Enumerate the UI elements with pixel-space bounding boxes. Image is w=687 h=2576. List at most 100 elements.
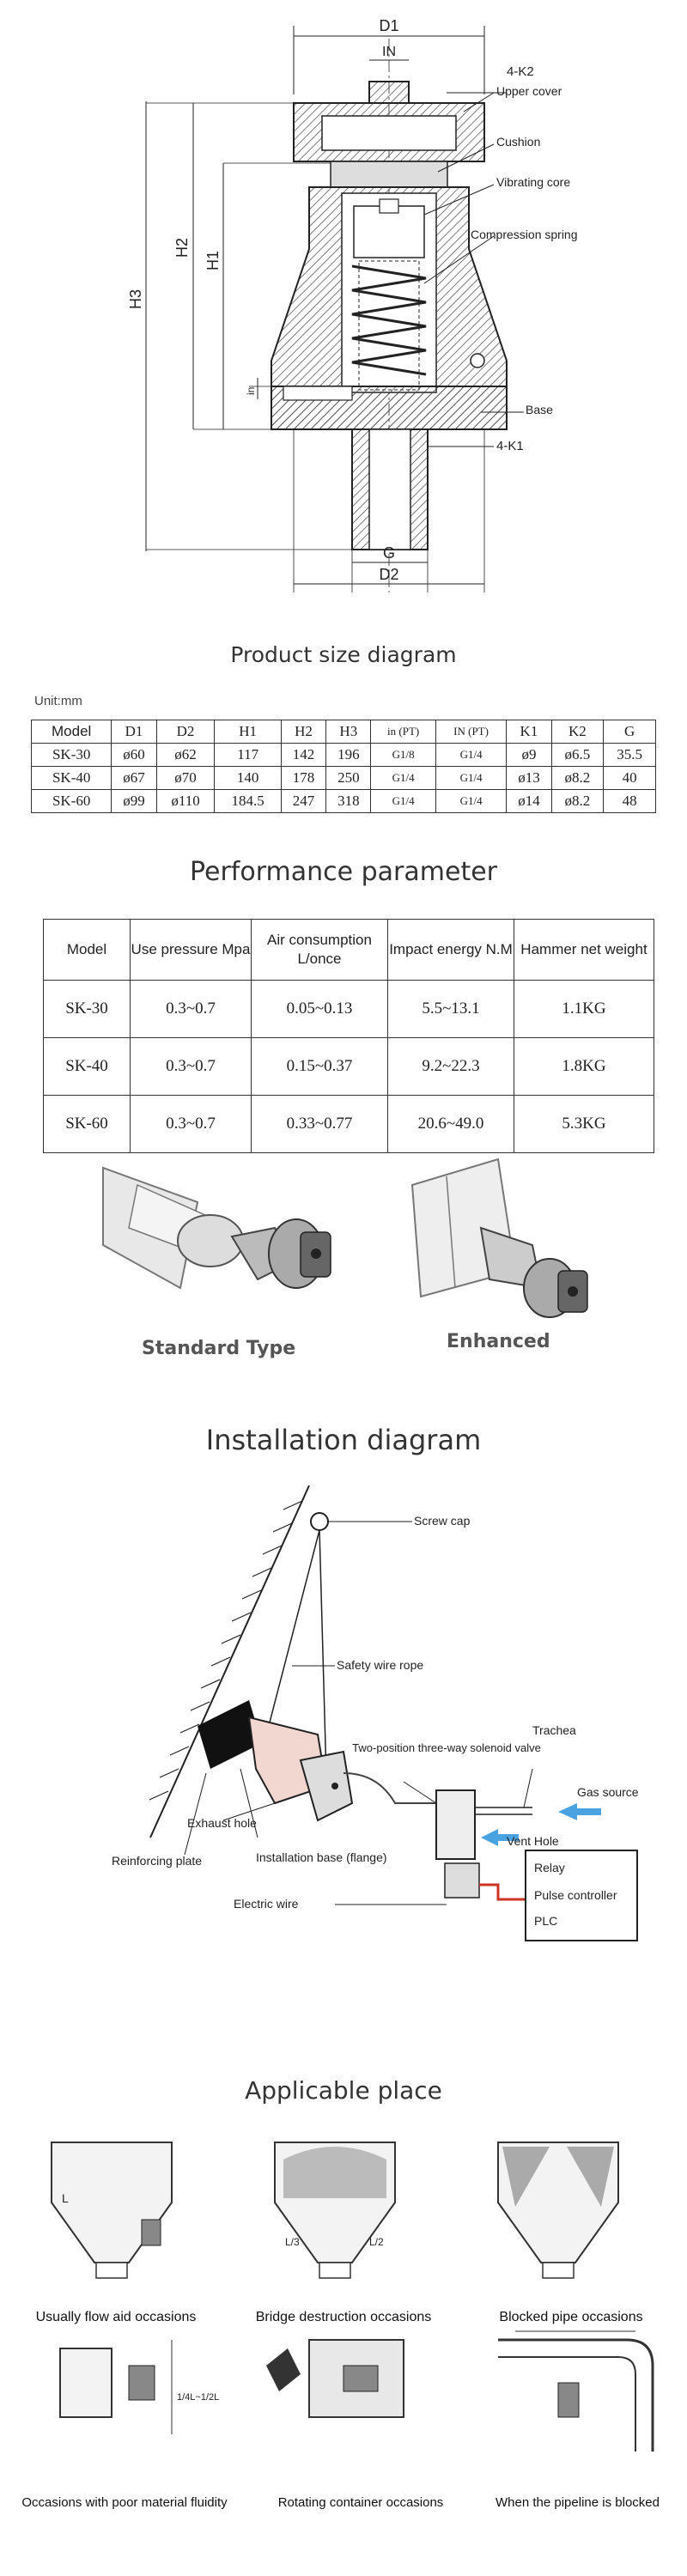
place-caption-3: Blocked pipe occasions: [499, 2310, 643, 2324]
plc-label: PLC: [534, 1914, 557, 1928]
table-cell: 20.6~49.0: [387, 1095, 514, 1153]
table-cell: 0.05~0.13: [251, 980, 388, 1038]
table-cell: SK-30: [30, 743, 112, 767]
cross-section-drawing: D1 IN 4-K2 Upper cover Cushion Vibrating…: [127, 17, 578, 592]
table-cell: ø70: [155, 766, 216, 790]
place-caption-5: Rotating container occasions: [277, 2495, 444, 2510]
h3-label: H3: [127, 289, 144, 309]
table-cell: SK-60: [30, 789, 112, 813]
table-cell: G1/4: [435, 789, 508, 813]
table-cell: 5.3KG: [514, 1095, 654, 1153]
table-cell: G1/4: [370, 766, 436, 790]
in-small-label: in: [245, 387, 257, 395]
compression-spring-label: Compression spring: [471, 228, 578, 241]
size-title: Product size diagram: [230, 642, 457, 667]
table-header-cell: Model: [43, 919, 131, 981]
table-cell: ø67: [111, 766, 157, 790]
table-cell: 1.8KG: [514, 1037, 654, 1096]
table-row: SK-40 0.3~0.7 0.15~0.37 9.2~22.3 1.8KG: [43, 1037, 654, 1096]
table-cell: 247: [280, 789, 327, 813]
table-cell: ø9: [506, 743, 552, 767]
table-row: SK-60 0.3~0.7 0.33~0.77 20.6~49.0 5.3KG: [43, 1095, 654, 1153]
table-cell: 117: [214, 743, 282, 767]
table-cell: 318: [325, 789, 372, 813]
upper-cover-label: Upper cover: [496, 84, 562, 98]
relay-label: Relay: [534, 1861, 565, 1874]
table-cell: ø99: [111, 789, 157, 813]
table-header-cell: H1: [214, 720, 282, 744]
rotating-container-illustration: [266, 2339, 404, 2418]
table-cell: 196: [325, 743, 372, 767]
k2-label: 4-K2: [507, 64, 534, 79]
table-cell: ø14: [506, 789, 552, 813]
table-cell: ø8.2: [550, 789, 605, 813]
d2-label: D2: [379, 566, 398, 583]
installation-diagram: Screw cap Safety wire rope Trachea Two-p…: [112, 1485, 639, 1941]
table-cell: G1/4: [435, 743, 508, 767]
standard-type-illustration: [102, 1166, 331, 1290]
table-cell: 250: [325, 766, 372, 790]
table-cell: ø6.5: [550, 743, 605, 767]
size-table: Model D1 D2 H1 H2 H3 in (PT) IN (PT) K1 …: [30, 720, 656, 813]
h2-label: H2: [173, 238, 191, 258]
in-label: IN: [382, 45, 396, 59]
cushion-label: Cushion: [496, 135, 540, 149]
standard-type-label: Standard Type: [142, 1338, 296, 1359]
pulse-controller-label: Pulse controller: [534, 1888, 617, 1902]
table-cell: 5.5~13.1: [387, 980, 514, 1038]
table-cell: 1.1KG: [514, 980, 654, 1038]
table-header-cell: Impact energy N.M: [387, 919, 514, 981]
g-label: G: [383, 544, 395, 562]
k1-label: 4-K1: [496, 439, 524, 453]
table-cell: ø62: [155, 743, 216, 767]
table-cell: ø13: [506, 766, 552, 790]
d1-label: D1: [379, 17, 398, 34]
table-cell: SK-40: [30, 766, 112, 790]
electric-wire-label: Electric wire: [234, 1897, 299, 1911]
table-header-cell: Air consumption L/once: [251, 919, 388, 981]
table-cell: SK-40: [43, 1037, 131, 1096]
vent-hole-label: Vent Hole: [507, 1834, 559, 1848]
unit-label: Unit:mm: [34, 694, 82, 708]
vibrating-core-label: Vibrating core: [496, 175, 570, 189]
table-row: SK-60 ø99 ø110 184.5 247 318 G1/4 G1/4 ø…: [30, 789, 656, 813]
table-cell: ø8.2: [550, 766, 605, 790]
table-cell: 0.3~0.7: [130, 1037, 252, 1096]
trachea-label: Trachea: [532, 1723, 576, 1737]
table-cell: 140: [214, 766, 282, 790]
reinforcing-plate-label: Reinforcing plate: [112, 1854, 202, 1868]
table-cell: 0.3~0.7: [130, 1095, 252, 1153]
table-header-cell: D1: [111, 720, 157, 744]
dim-l3: L/3: [285, 2236, 300, 2248]
hopper-flow-aid: L: [51, 2142, 173, 2279]
installation-base-label: Installation base (flange): [256, 1850, 387, 1864]
table-cell: 178: [280, 766, 327, 790]
table-header-cell: in (PT): [370, 720, 436, 744]
table-cell: G1/4: [370, 789, 436, 813]
place-caption-1: Usually flow aid occasions: [35, 2310, 197, 2324]
screw-cap-label: Screw cap: [414, 1514, 471, 1528]
applicable-illustrations: L L/3 L/2 1/4L~1/2L: [51, 2142, 654, 2451]
dim-l2: L/2: [369, 2236, 384, 2248]
table-cell: 184.5: [214, 789, 282, 813]
table-header-cell: K1: [506, 720, 552, 744]
product-type-illustrations: [102, 1157, 588, 1318]
table-cell: ø60: [111, 743, 157, 767]
table-cell: SK-60: [43, 1095, 131, 1153]
base-label: Base: [526, 403, 553, 416]
place-caption-4: Occasions with poor material fluidity: [21, 2495, 228, 2510]
table-header-cell: D2: [155, 720, 216, 744]
table-cell: 0.15~0.37: [251, 1037, 388, 1096]
place-caption-2: Bridge destruction occasions: [255, 2310, 432, 2324]
table-cell: 0.3~0.7: [130, 980, 252, 1038]
solenoid-label-full: Two-position three-way solenoid valve: [352, 1741, 541, 1754]
table-header-row: Model D1 D2 H1 H2 H3 in (PT) IN (PT) K1 …: [30, 720, 656, 744]
table-row: SK-40 ø67 ø70 140 178 250 G1/4 G1/4 ø13 …: [30, 766, 656, 790]
table-cell: SK-30: [43, 980, 131, 1038]
table-cell: G1/8: [370, 743, 436, 767]
performance-table: Model Use pressure Mpa Air consumption L…: [43, 919, 654, 1153]
installation-title: Installation diagram: [205, 1424, 482, 1456]
hopper-bridge: L/3 L/2: [274, 2142, 396, 2279]
table-row: SK-30 ø60 ø62 117 142 196 G1/8 G1/4 ø9 ø…: [30, 743, 656, 767]
performance-title: Performance parameter: [189, 857, 498, 887]
